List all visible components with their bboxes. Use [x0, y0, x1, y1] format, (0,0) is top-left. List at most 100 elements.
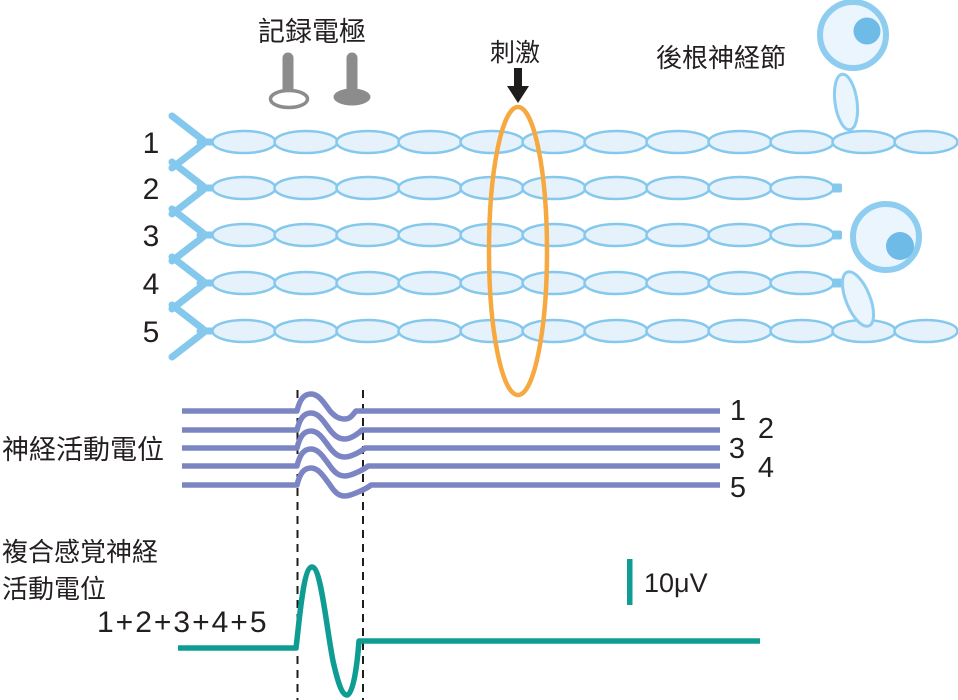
fiber-terminal-fork	[168, 301, 221, 361]
drg-connector-segment	[840, 270, 876, 328]
myelin-segment	[335, 129, 401, 155]
recording-electrodes	[268, 52, 371, 110]
axon-end-nub	[832, 278, 842, 288]
trace-number-label: 5	[730, 472, 746, 504]
scale-bar-label: 10μV	[644, 568, 708, 598]
dorsal-root-ganglion-label: 後根神経節	[656, 43, 786, 73]
myelin-segment	[831, 129, 897, 155]
fiber-number-label: 5	[143, 316, 160, 349]
nerve-trace-1	[182, 391, 720, 422]
fiber-terminal-fork	[168, 205, 221, 265]
nerve-action-potential-label: 神経活動電位	[2, 435, 164, 465]
trace-number-label: 1	[730, 395, 746, 427]
myelin-segment	[397, 222, 463, 248]
drg-cell-fiber1	[817, 0, 889, 132]
myelin-segment	[273, 129, 339, 155]
myelin-segment	[335, 222, 401, 248]
fiber-terminal-fork	[168, 253, 221, 313]
myelin-segment	[273, 270, 339, 296]
fiber-number-label: 4	[143, 268, 160, 301]
myelin-segment	[397, 175, 463, 201]
myelin-segment	[397, 129, 463, 155]
drg-connector-segment	[832, 72, 860, 132]
myelin-segment	[521, 175, 587, 201]
nerve-fiber-2: 2	[143, 158, 842, 218]
myelin-segment	[459, 129, 525, 155]
myelin-segment	[769, 129, 835, 155]
compound-snap-trace	[178, 564, 760, 698]
fiber-number-label: 1	[143, 127, 160, 160]
electrode-ring-tip	[268, 88, 310, 110]
myelin-segment	[397, 318, 463, 344]
amplitude-scale-bar	[627, 559, 633, 605]
nerve-fiber-5: 5	[143, 301, 958, 361]
drg-cell-nucleus	[853, 17, 881, 45]
myelin-segment	[583, 129, 649, 155]
myelin-segment	[397, 270, 463, 296]
myelin-segment	[769, 222, 835, 248]
myelin-segment	[707, 222, 773, 248]
myelin-segment	[521, 318, 587, 344]
nerve-fiber-1: 1	[143, 112, 958, 172]
fiber-terminal-fork	[168, 112, 221, 172]
fiber-number-label: 3	[143, 220, 160, 253]
sum-label: 1+2+3+4+5	[97, 606, 269, 639]
fiber-terminal-fork	[168, 158, 221, 218]
nerve-trace-3	[182, 428, 720, 460]
myelin-segment	[645, 318, 711, 344]
myelin-segment	[583, 270, 649, 296]
trace-number-label: 4	[758, 452, 774, 484]
myelin-segment	[583, 318, 649, 344]
trace-number-label: 2	[758, 413, 774, 445]
nerve-trace-2	[182, 410, 720, 442]
myelin-segment	[335, 318, 401, 344]
myelin-segment	[707, 318, 773, 344]
myelin-segment	[769, 175, 835, 201]
myelin-segment	[707, 270, 773, 296]
myelin-segment	[583, 175, 649, 201]
compound-snap-label-line2: 活動電位	[2, 574, 106, 604]
axon-end-nub	[832, 230, 842, 240]
myelin-segment	[769, 270, 835, 296]
myelin-segment	[335, 175, 401, 201]
myelin-segment	[273, 318, 339, 344]
stimulus-label: 刺激	[490, 39, 540, 67]
myelin-segment	[893, 129, 958, 155]
myelin-segment	[211, 270, 277, 296]
stimulus-arrow-icon	[507, 68, 529, 103]
myelin-segment	[335, 270, 401, 296]
drg-cell-fiber5	[840, 201, 922, 328]
myelin-segment	[645, 270, 711, 296]
myelin-segment	[211, 222, 277, 248]
myelin-segment	[707, 129, 773, 155]
myelin-segment	[521, 270, 587, 296]
myelin-segment	[273, 175, 339, 201]
myelin-segment	[769, 318, 835, 344]
myelin-segment	[211, 318, 277, 344]
myelin-segment	[521, 222, 587, 248]
myelin-segment	[459, 222, 525, 248]
myelin-segment	[521, 129, 587, 155]
fiber-number-label: 2	[143, 173, 160, 206]
myelin-segment	[645, 129, 711, 155]
myelin-segment	[583, 222, 649, 248]
myelin-segment	[707, 175, 773, 201]
nerve-fibers-layer: 1 2 3 4 5	[143, 112, 958, 361]
myelin-segment	[211, 129, 277, 155]
nerve-trace-5	[182, 465, 720, 499]
drg-cell-nucleus	[886, 232, 914, 260]
myelin-segment	[273, 222, 339, 248]
axon-end-nub	[832, 183, 842, 193]
electrode-pad-tip	[333, 88, 371, 106]
trace-number-label: 3	[729, 433, 745, 465]
recording-electrode-label: 記録電極	[258, 17, 366, 47]
stimulus-site-ellipse	[486, 104, 550, 398]
myelin-segment	[893, 318, 958, 344]
compound-snap-label-line1: 複合感覚神経	[2, 537, 158, 567]
myelin-segment	[211, 175, 277, 201]
myelin-segment	[645, 175, 711, 201]
nerve-trace-4	[182, 446, 720, 479]
